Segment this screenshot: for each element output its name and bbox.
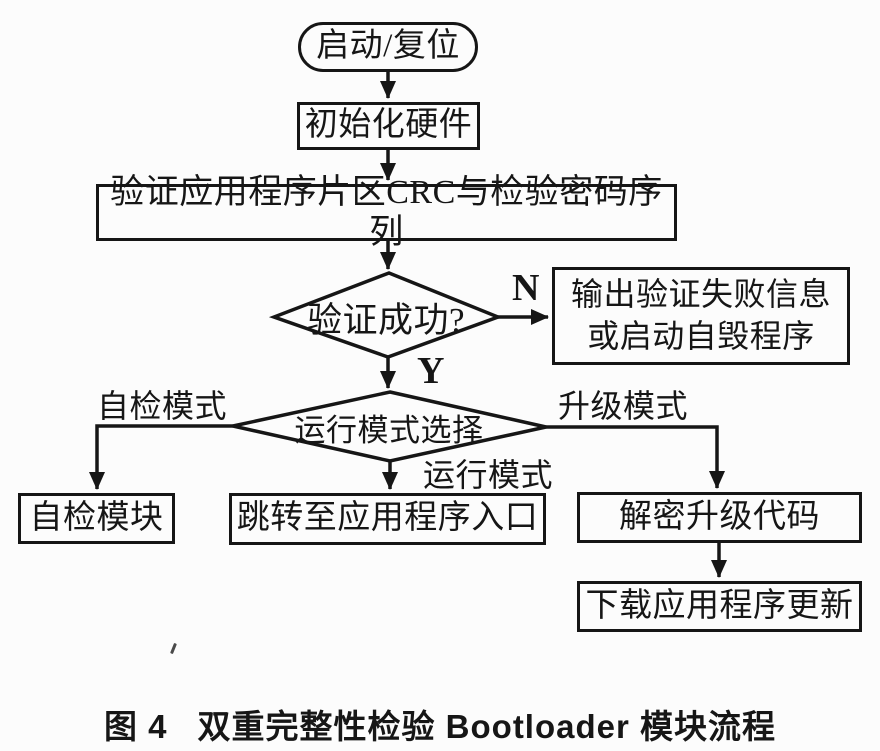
node-mode-select-diamond	[232, 390, 547, 463]
node-self-test: 自检模块	[18, 493, 175, 544]
node-verify-fail: 输出验证失败信息 或启动自毁程序	[552, 267, 850, 365]
edge-label-self-test-mode: 自检模式	[96, 388, 227, 424]
node-verify-crc: 验证应用程序片区CRC与检验密码序列	[96, 174, 677, 251]
node-download-label: 下载应用程序更新	[585, 587, 854, 624]
node-verify-fail-line2: 或启动自毁程序	[587, 318, 815, 354]
node-verify-crc-label: 验证应用程序片区CRC与检验密码序列	[110, 174, 663, 251]
edge-label-yes: Y	[417, 350, 445, 392]
edge-mode-to-decrypt	[546, 425, 725, 489]
node-decrypt: 解密升级代码	[577, 492, 862, 543]
node-verify-ok-label: 验证成功?	[306, 300, 466, 340]
node-jump-app-label: 跳转至应用程序入口	[236, 500, 539, 537]
edge-label-upgrade-mode: 升级模式	[557, 388, 688, 424]
node-verify-fail-line1: 输出验证失败信息	[570, 276, 831, 313]
node-start-label: 启动/复位	[316, 28, 460, 65]
node-init-hw-label: 初始化硬件	[304, 107, 473, 144]
edge-label-run-mode: 运行模式	[422, 457, 553, 493]
figure-caption-title: 双重完整性检验 Bootloader 模块流程	[197, 708, 777, 745]
node-start: 启动/复位	[298, 22, 478, 72]
figure-caption: 图 4 双重完整性检验 Bootloader 模块流程	[0, 700, 880, 748]
figure-caption-number: 图 4	[103, 708, 168, 745]
edge-mode-to-selftest	[89, 424, 233, 490]
edge-label-no: N	[512, 267, 540, 309]
node-mode-select-label: 运行模式选择	[294, 412, 484, 448]
node-init-hw: 初始化硬件	[297, 102, 480, 150]
node-jump-app: 跳转至应用程序入口	[229, 493, 546, 545]
node-download: 下载应用程序更新	[577, 581, 862, 632]
node-decrypt-label: 解密升级代码	[619, 498, 820, 535]
node-self-test-label: 自检模块	[29, 499, 164, 536]
node-verify-ok-diamond	[268, 271, 503, 359]
